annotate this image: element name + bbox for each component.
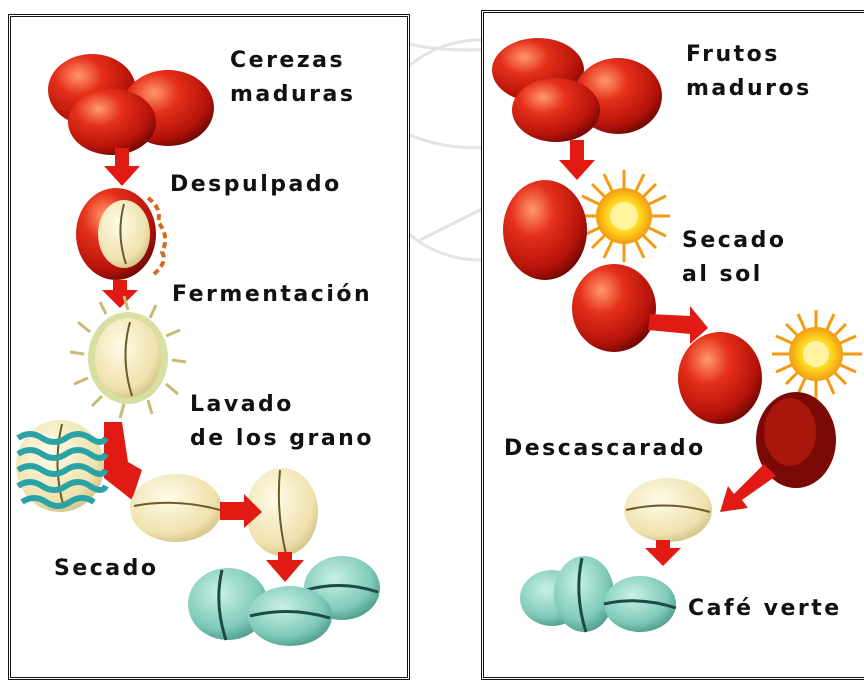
arrow-down-icon: [266, 552, 304, 582]
step-label-hulling: Descascarado: [504, 432, 706, 466]
label-line: maduras: [230, 78, 355, 112]
arrow-down-left-icon: [720, 464, 776, 512]
step-label-pulping: Despulpado: [170, 168, 342, 202]
arrow-bent-icon: [104, 422, 142, 500]
ripe-fruits-icon: [492, 38, 662, 142]
sun-icon: [772, 310, 862, 400]
label-line: maduros: [686, 72, 812, 106]
label-line: Lavado: [190, 388, 374, 422]
step-label-drying: Secado: [54, 552, 159, 586]
step-label-ripe-fruits: Frutos maduros: [686, 38, 812, 106]
label-line: al sol: [682, 258, 787, 292]
label-line: de los grano: [190, 422, 374, 456]
step-label-washing: Lavado de los grano: [190, 388, 374, 456]
hulled-bean-icon: [624, 478, 712, 542]
washed-bean-icon: [16, 420, 106, 512]
label-line: Fermentación: [172, 278, 372, 312]
fermenting-bean-icon: [70, 296, 186, 418]
arrow-down-icon: [102, 280, 138, 308]
step-label-green-coffee: Café verte: [688, 592, 842, 626]
label-line: Despulpado: [170, 168, 342, 202]
arrow-down-icon: [559, 140, 595, 180]
green-coffee-beans-icon: [520, 556, 676, 632]
label-line: Secado: [682, 224, 787, 258]
step-label-sun-drying: Secado al sol: [682, 224, 787, 292]
step-label-fermentation: Fermentación: [172, 278, 372, 312]
label-line: Café verte: [688, 592, 842, 626]
label-line: Descascarado: [504, 432, 706, 466]
ripe-cherries-icon: [48, 54, 214, 155]
pulped-cherry-icon: [76, 188, 165, 280]
sun-icon: [578, 170, 670, 262]
label-line: Cerezas: [230, 44, 355, 78]
step-label-ripe-cherries: Cerezas maduras: [230, 44, 355, 112]
label-line: Frutos: [686, 38, 812, 72]
label-line: Secado: [54, 552, 159, 586]
arrow-down-icon: [645, 540, 681, 566]
